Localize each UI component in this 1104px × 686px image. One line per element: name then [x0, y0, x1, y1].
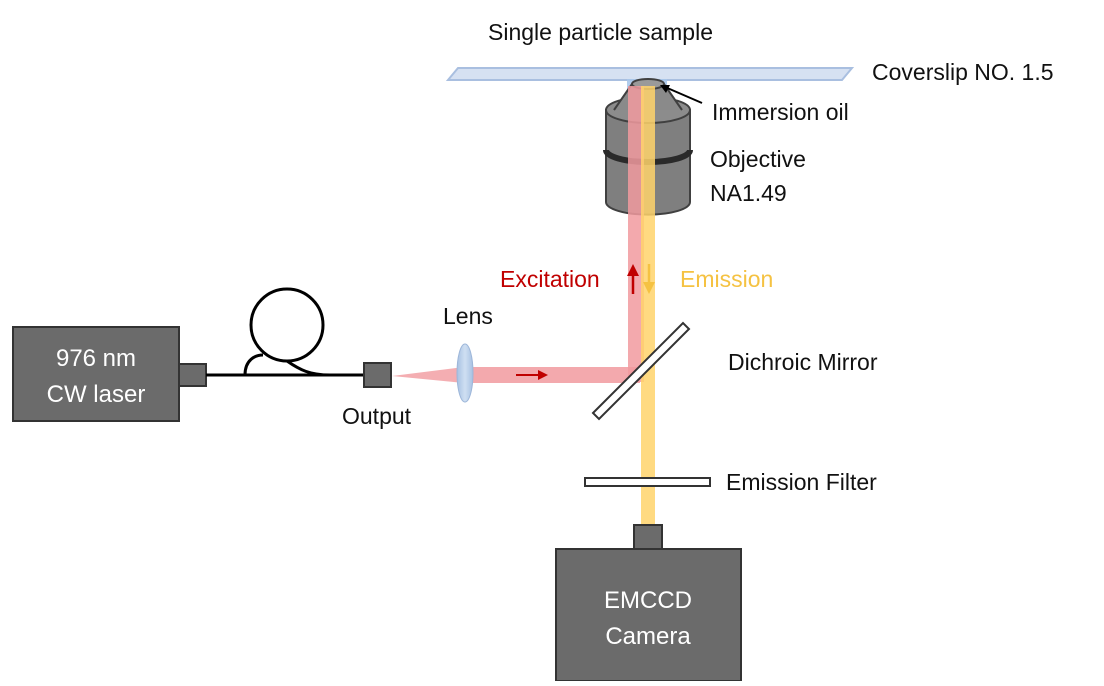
dichroic-mirror	[591, 321, 691, 421]
coverslip	[445, 67, 855, 81]
laser-port	[178, 363, 207, 387]
fiber-output	[363, 362, 392, 388]
immersion-oil-pointer	[660, 85, 703, 104]
emccd-camera	[555, 548, 742, 682]
excitation-direction-arrow	[516, 370, 548, 380]
excitation-beam-cone	[392, 367, 464, 383]
laser-box	[12, 326, 180, 422]
excitation-beam-vertical	[628, 86, 644, 382]
output-label: Output	[342, 403, 412, 429]
emission-down-arrow	[643, 264, 655, 294]
lens-label: Lens	[443, 303, 493, 329]
laser-label-line2: CW laser	[47, 381, 146, 408]
emission-filter-label: Emission Filter	[726, 469, 877, 495]
excitation-up-arrow	[627, 264, 639, 294]
immersion-oil-label: Immersion oil	[712, 99, 849, 125]
optical-fiber	[206, 287, 364, 377]
excitation-beam-horizontal	[464, 367, 640, 383]
camera-label-line2: Camera	[605, 623, 691, 650]
sample-label: Single particle sample	[488, 19, 713, 45]
laser-label-line1: 976 nm	[56, 345, 136, 372]
objective-label: Objective	[710, 146, 806, 172]
excitation-label: Excitation	[500, 266, 600, 292]
camera-port	[633, 524, 663, 551]
objective-na-label: NA1.49	[710, 180, 787, 206]
dichroic-label: Dichroic Mirror	[728, 349, 878, 375]
emission-label: Emission	[680, 266, 773, 292]
emission-beam-vertical	[641, 86, 655, 526]
coverslip-label: Coverslip NO. 1.5	[872, 59, 1054, 85]
emission-filter	[584, 477, 711, 487]
camera-label-line1: EMCCD	[604, 587, 692, 614]
lens	[456, 343, 474, 403]
